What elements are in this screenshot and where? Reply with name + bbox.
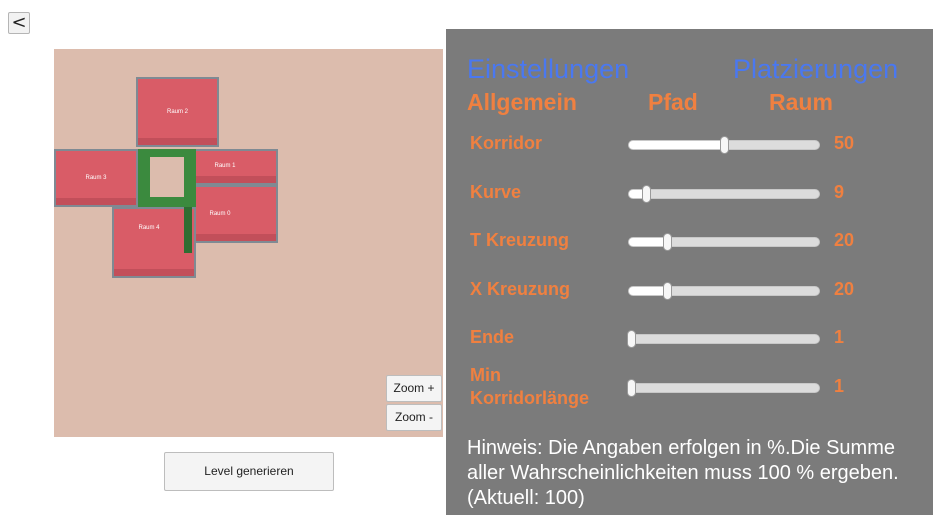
slider-handle[interactable] <box>642 185 652 203</box>
hint-text: Hinweis: Die Angaben erfolgen in %.Die S… <box>467 437 899 509</box>
slider-fill <box>629 238 667 246</box>
room-label: Raum 1 <box>214 163 236 169</box>
corridor <box>138 197 196 207</box>
corridor <box>138 149 150 207</box>
back-button[interactable]: < <box>8 12 30 34</box>
setting-label: Min Korridorlänge <box>470 365 590 408</box>
settings-panel: Einstellungen Platzierungen Allgemein Pf… <box>446 29 933 515</box>
level-map-view[interactable]: Raum 2 Raum 3 Raum 1 Raum 0 Raum 4 <box>54 49 443 437</box>
setting-value: 1 <box>834 327 845 347</box>
setting-value: 20 <box>834 279 855 299</box>
setting-value: 50 <box>834 133 855 153</box>
setting-label: Kurve <box>470 182 522 202</box>
setting-slider[interactable] <box>628 185 820 203</box>
slider-fill <box>629 287 667 295</box>
slider-handle[interactable] <box>720 136 729 154</box>
tab-placements[interactable]: Platzierungen <box>733 54 899 84</box>
setting-label: Ende <box>470 327 515 347</box>
slider-fill <box>629 190 647 198</box>
slider-fill <box>629 141 724 149</box>
setting-slider[interactable] <box>628 282 820 300</box>
corridor <box>184 207 192 253</box>
corridor <box>184 149 196 207</box>
slider-handle[interactable] <box>626 330 636 348</box>
setting-label: T Kreuzung <box>470 230 569 250</box>
setting-value: 9 <box>834 182 845 202</box>
room-label: Raum 3 <box>85 175 107 182</box>
setting-slider[interactable] <box>626 330 820 348</box>
room-3: Raum 3 <box>54 149 138 207</box>
room-label: Raum 0 <box>209 211 231 217</box>
tab-room[interactable]: Raum <box>769 89 833 115</box>
setting-value: 20 <box>834 230 855 250</box>
tab-path[interactable]: Pfad <box>648 89 698 115</box>
room-2: Raum 2 <box>136 77 219 147</box>
room-1: Raum 1 <box>192 149 278 185</box>
corridor <box>138 149 196 157</box>
slider-handle[interactable] <box>626 379 636 397</box>
slider-handle[interactable] <box>663 233 672 251</box>
setting-label: X Kreuzung <box>470 279 571 299</box>
zoom-out-button[interactable]: Zoom - <box>386 404 442 431</box>
tab-general[interactable]: Allgemein <box>467 89 577 115</box>
setting-value: 1 <box>834 376 845 396</box>
setting-slider[interactable] <box>626 379 820 397</box>
setting-slider[interactable] <box>628 233 820 251</box>
room-label: Raum 4 <box>138 225 160 231</box>
setting-label: Korridor <box>470 133 542 153</box>
room-label: Raum 2 <box>166 108 188 115</box>
generate-level-button[interactable]: Level generieren <box>164 452 334 491</box>
room-0: Raum 0 <box>192 185 278 243</box>
slider-handle[interactable] <box>663 282 672 300</box>
tab-settings[interactable]: Einstellungen <box>467 54 630 84</box>
room-4: Raum 4 <box>112 207 196 278</box>
setting-slider[interactable] <box>628 136 820 154</box>
zoom-in-button[interactable]: Zoom + <box>386 375 442 402</box>
